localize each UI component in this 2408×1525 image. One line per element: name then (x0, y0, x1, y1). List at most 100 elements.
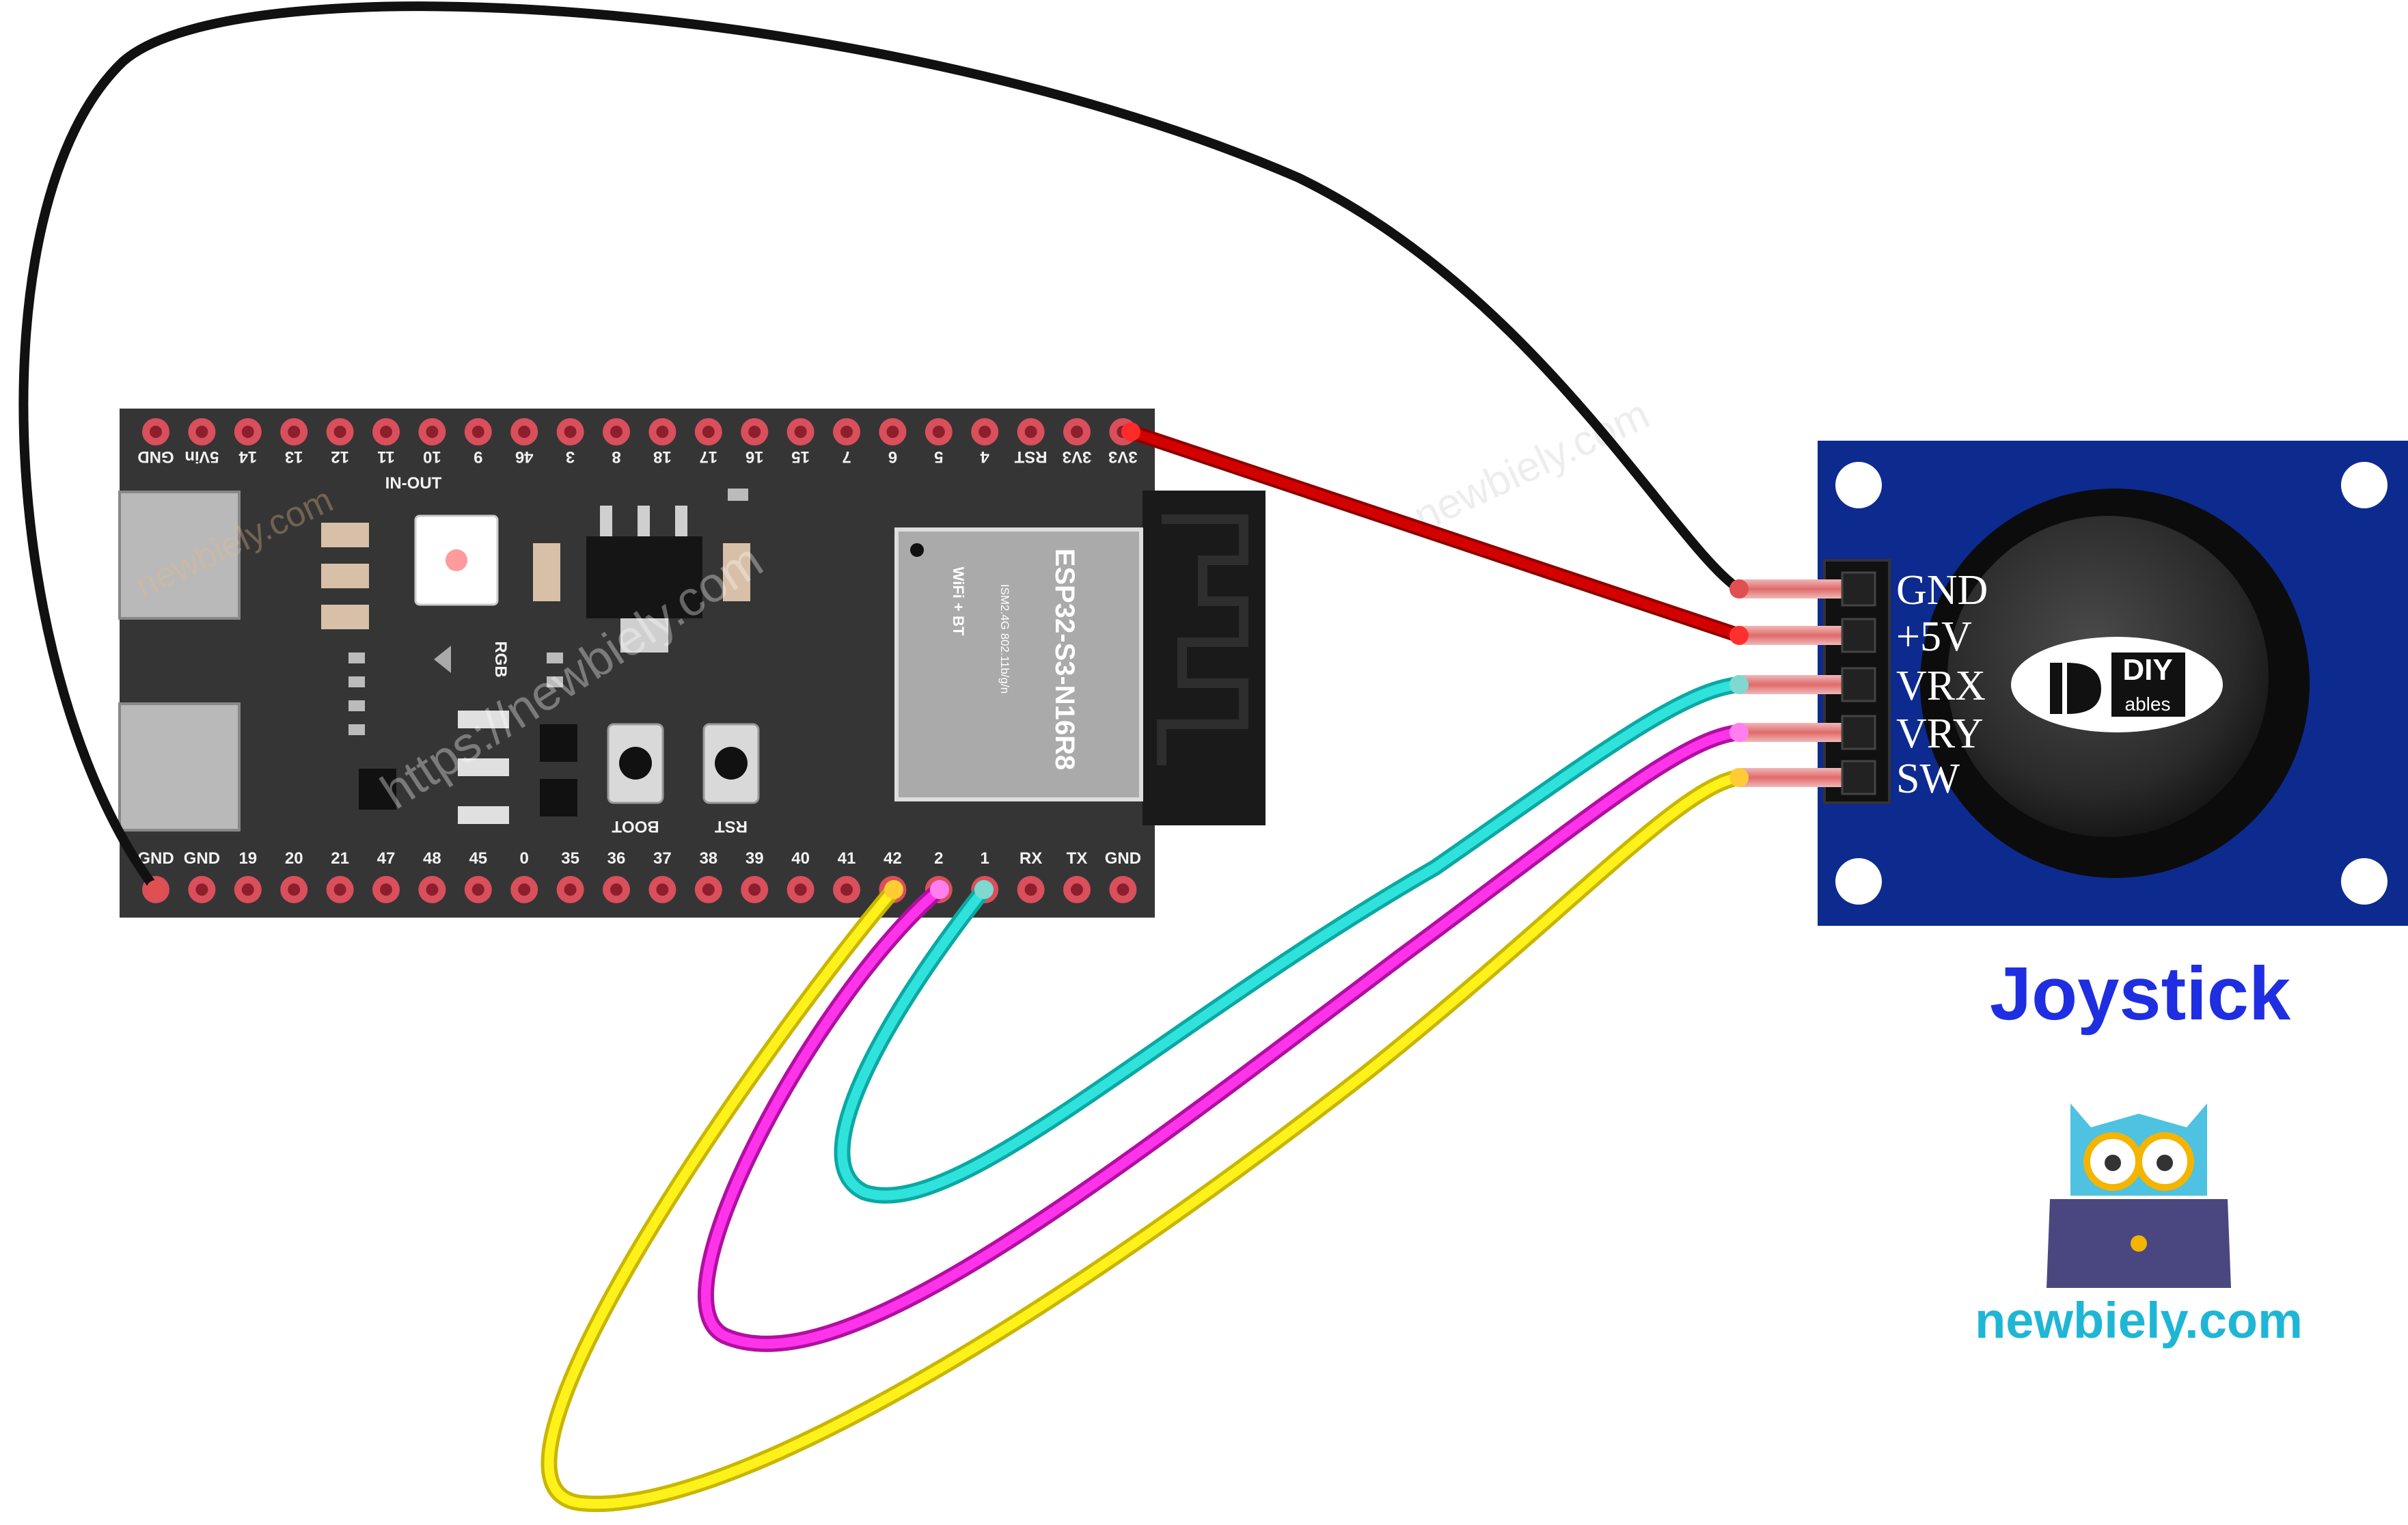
pin-top-6: 6 (879, 418, 907, 466)
pin-label: RST (1014, 448, 1047, 466)
joystick-pin-5v: +5V (1741, 614, 1972, 660)
pin-label: 38 (699, 849, 717, 868)
pin-bottom-38: 38 (694, 849, 722, 903)
joystick-pin-sw: SW (1741, 756, 1960, 802)
pin-bottom-20: 20 (280, 849, 308, 903)
pin-top-9: 9 (464, 418, 492, 466)
voltage-regulator (586, 536, 702, 618)
pin-top-3: 3 (556, 418, 584, 466)
pin-bottom-rx: RX (1017, 849, 1045, 903)
pin-top-18: 18 (648, 418, 676, 466)
pin-label: 19 (238, 849, 257, 868)
pin-label: RX (1020, 849, 1042, 868)
pin-label: 6 (888, 448, 897, 466)
module-line2: ISM2.4G 802.11b/g/n (998, 584, 1011, 693)
wire-end (146, 880, 165, 899)
pin-top-13: 13 (280, 418, 308, 466)
mount-hole (1835, 462, 1882, 508)
joystick-pin-label: VRX (1896, 663, 1986, 709)
pin-label: 4 (980, 448, 989, 466)
rst-label: RST (715, 817, 748, 836)
wire-end (1729, 626, 1749, 645)
boot-button[interactable] (607, 723, 664, 804)
pin-label: GND (184, 849, 220, 868)
pin-top-11: 11 (372, 418, 400, 466)
rst-button[interactable] (702, 723, 760, 804)
esp32-board: BOOT RST RGB IN-OUT ESP32-S3-N16R8 WiFi … (118, 409, 1265, 918)
pin-top-10: 10 (418, 418, 446, 466)
pin-label: 3V3 (1108, 448, 1138, 466)
joystick-pin-gnd: GND (1741, 567, 1988, 614)
esp32-module: ESP32-S3-N16R8 WiFi + BT ISM2.4G 802.11b… (894, 527, 1143, 801)
wires (18, 1, 1749, 1513)
pin-label: 40 (791, 849, 810, 868)
pin-bottom-35: 35 (556, 849, 584, 903)
pin-label: 39 (745, 849, 764, 868)
wire-end (1729, 723, 1749, 742)
pin-label: 47 (377, 849, 396, 868)
pin-top-17: 17 (694, 418, 722, 466)
pin-label: 11 (377, 448, 394, 466)
pin-label: 5 (934, 448, 943, 466)
pin-top-4: 4 (971, 418, 999, 466)
wire-end (884, 880, 903, 899)
pin-label: 1 (981, 849, 989, 868)
pin-label: 16 (745, 448, 764, 466)
pin-label: 12 (331, 448, 349, 466)
pin-bottom-tx: TX (1063, 849, 1091, 903)
antenna-trace (1157, 514, 1248, 765)
pin-label: 5Vin (184, 448, 219, 466)
pin-top-7: 7 (833, 418, 860, 466)
joystick-pin-vry: VRY (1741, 711, 1983, 757)
pin-top-16: 16 (741, 418, 769, 466)
pin-bottom-39: 39 (741, 849, 769, 903)
mount-hole (2341, 858, 2388, 905)
mount-hole (1835, 858, 1882, 905)
pin-bottom-37: 37 (648, 849, 676, 903)
brand-sub: ables (2125, 693, 2171, 715)
wire-vry (700, 728, 1744, 1349)
pin-label: 36 (607, 849, 626, 868)
smd-components (321, 489, 750, 735)
pin-label: 3V3 (1063, 448, 1092, 466)
pin-label: 20 (285, 849, 303, 868)
usb-connector-top (118, 491, 241, 620)
module-line1: WiFi + BT (950, 567, 967, 636)
pin-top-rst: RST (1014, 418, 1048, 466)
joystick-caption: Joystick (1990, 952, 2291, 1036)
logo-text: newbiely.com (1975, 1292, 2303, 1349)
wire-end (1121, 422, 1140, 441)
joystick-pin-vrx: VRX (1741, 663, 1986, 709)
watermark-text-2: newbiely.com (1407, 391, 1656, 540)
pin-top-8: 8 (603, 418, 630, 466)
pin-label: GND (137, 448, 174, 466)
pin-top-5vin: 5Vin (184, 418, 219, 466)
pin-label: 10 (423, 448, 441, 466)
wire-end (974, 880, 994, 899)
wire-end (930, 880, 949, 899)
pin-label: 48 (423, 849, 441, 868)
boot-label: BOOT (612, 817, 659, 836)
pin-bottom-19: 19 (234, 849, 262, 903)
pin-label: 3 (566, 448, 575, 466)
joystick-pin-label: GND (1896, 567, 1988, 614)
pin-label: 9 (474, 448, 482, 466)
wire-end (1729, 768, 1749, 787)
pin-label: 14 (238, 448, 257, 466)
pin-bottom-41: 41 (833, 849, 860, 903)
pin-bottom-45: 45 (464, 849, 492, 903)
pin-bottom-48: 48 (418, 849, 446, 903)
usb-connector-bottom (118, 702, 241, 832)
pin-label: 13 (285, 448, 303, 466)
pin-label: 17 (699, 448, 717, 466)
newbiely-logo: newbiely.com (1975, 1103, 2303, 1349)
pin-label: 15 (791, 448, 810, 466)
inout-label: IN-OUT (385, 474, 442, 493)
pin-label: 41 (838, 849, 856, 868)
pin-label: 8 (612, 448, 620, 466)
pin-label: 7 (842, 448, 851, 466)
pin-label: 42 (884, 849, 902, 868)
wire-end (1729, 579, 1749, 599)
